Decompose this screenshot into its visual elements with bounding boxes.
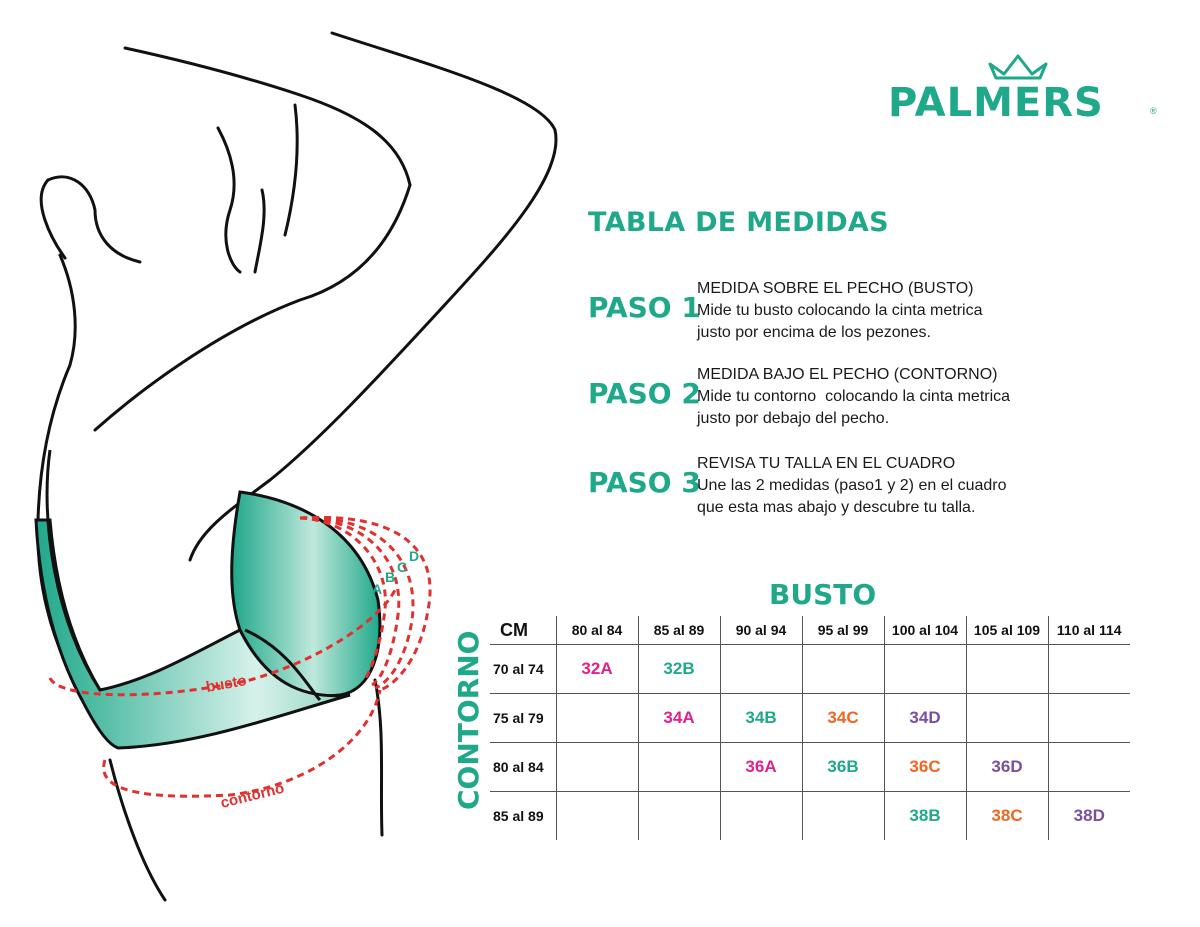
size-cell <box>1047 742 1130 792</box>
column-header: 85 al 89 <box>637 616 721 645</box>
column-header: 100 al 104 <box>883 616 967 645</box>
size-table-header-row: CM 80 al 84 85 al 89 90 al 94 95 al 99 1… <box>490 616 1130 645</box>
cup-letter-c: C <box>397 559 407 575</box>
step-1-label: PASO 1 <box>588 291 701 324</box>
cup-letter-b: B <box>385 569 395 585</box>
step-3: PASO 3 REVISA TU TALLA EN EL CUADRO Une … <box>588 453 1058 523</box>
busto-axis-title: BUSTO <box>769 578 877 611</box>
size-cell <box>965 644 1049 694</box>
column-header: 80 al 84 <box>555 616 639 645</box>
size-cell <box>637 742 721 792</box>
column-header: 105 al 109 <box>965 616 1049 645</box>
step-1-line-2: Mide tu busto colocando la cinta metrica <box>697 302 983 319</box>
size-cell: 36D <box>965 742 1049 792</box>
size-cell: 34C <box>801 693 885 743</box>
size-cell: 34A <box>637 693 721 743</box>
table-row: 75 al 79 34A 34B 34C 34D <box>490 693 1130 743</box>
contorno-label: contorno <box>219 780 286 812</box>
contorno-axis-title: CONTORNO <box>452 630 485 810</box>
cup-letter-d: D <box>409 548 419 564</box>
brand-name: PALMERS <box>888 80 1104 126</box>
row-header: 80 al 84 <box>490 742 557 792</box>
table-row: 80 al 84 36A 36B 36C 36D <box>490 742 1130 792</box>
size-cell: 36B <box>801 742 885 792</box>
step-2-line-1: MEDIDA BAJO EL PECHO (CONTORNO) <box>697 366 998 383</box>
registered-mark: ® <box>1150 106 1157 116</box>
size-cell: 32B <box>637 644 721 694</box>
step-2-line-3: justo por debajo del pecho. <box>697 410 890 427</box>
corner-label: CM <box>490 616 557 645</box>
row-header: 75 al 79 <box>490 693 557 743</box>
size-cell <box>965 693 1049 743</box>
size-cell: 38D <box>1047 791 1130 840</box>
step-2-label: PASO 2 <box>588 377 701 410</box>
busto-label: busto <box>205 672 248 696</box>
step-2-line-2: Mide tu contorno colocando la cinta metr… <box>697 388 1011 405</box>
size-cell <box>801 791 885 840</box>
step-3-line-2: Une las 2 medidas (paso1 y 2) en el cuad… <box>697 477 1007 494</box>
cup-letter-a: A <box>372 581 382 597</box>
page-title: TABLA DE MEDIDAS <box>588 207 889 238</box>
row-header: 85 al 89 <box>490 791 557 840</box>
step-3-line-3: que esta mas abajo y descubre tu talla. <box>697 499 976 516</box>
size-cell <box>719 791 803 840</box>
body-outline <box>36 31 558 902</box>
column-header: 110 al 114 <box>1047 616 1130 645</box>
crown-icon <box>988 54 1048 80</box>
bra-measurement-illustration: busto contorno A B C D <box>34 31 558 902</box>
size-cell <box>555 742 639 792</box>
size-cell: 38B <box>883 791 967 840</box>
size-cell <box>637 791 721 840</box>
size-cell <box>1047 644 1130 694</box>
step-1: PASO 1 MEDIDA SOBRE EL PECHO (BUSTO) Mid… <box>588 278 1058 348</box>
palmers-logo: PALMERS ® <box>888 52 1163 132</box>
step-2: PASO 2 MEDIDA BAJO EL PECHO (CONTORNO) M… <box>588 364 1058 434</box>
table-row: 85 al 89 38B 38C 38D <box>490 791 1130 840</box>
size-cell <box>719 644 803 694</box>
size-cell: 38C <box>965 791 1049 840</box>
step-3-label: PASO 3 <box>588 466 701 499</box>
column-header: 95 al 99 <box>801 616 885 645</box>
size-cell <box>1047 693 1130 743</box>
size-cell <box>555 693 639 743</box>
contorno-tape <box>102 689 382 798</box>
table-row: 70 al 74 32A 32B <box>490 644 1130 694</box>
size-cell <box>883 644 967 694</box>
size-table: CM 80 al 84 85 al 89 90 al 94 95 al 99 1… <box>490 616 1130 840</box>
size-cell: 32A <box>555 644 639 694</box>
step-1-line-3: justo por encima de los pezones. <box>697 324 931 341</box>
size-cell: 36A <box>719 742 803 792</box>
size-cell <box>555 791 639 840</box>
size-cell: 34D <box>883 693 967 743</box>
busto-tape <box>48 589 397 697</box>
size-cell: 34B <box>719 693 803 743</box>
step-3-line-1: REVISA TU TALLA EN EL CUADRO <box>697 455 956 472</box>
step-1-line-1: MEDIDA SOBRE EL PECHO (BUSTO) <box>697 280 974 297</box>
row-header: 70 al 74 <box>490 644 557 694</box>
column-header: 90 al 94 <box>719 616 803 645</box>
size-cell: 36C <box>883 742 967 792</box>
size-cell <box>801 644 885 694</box>
